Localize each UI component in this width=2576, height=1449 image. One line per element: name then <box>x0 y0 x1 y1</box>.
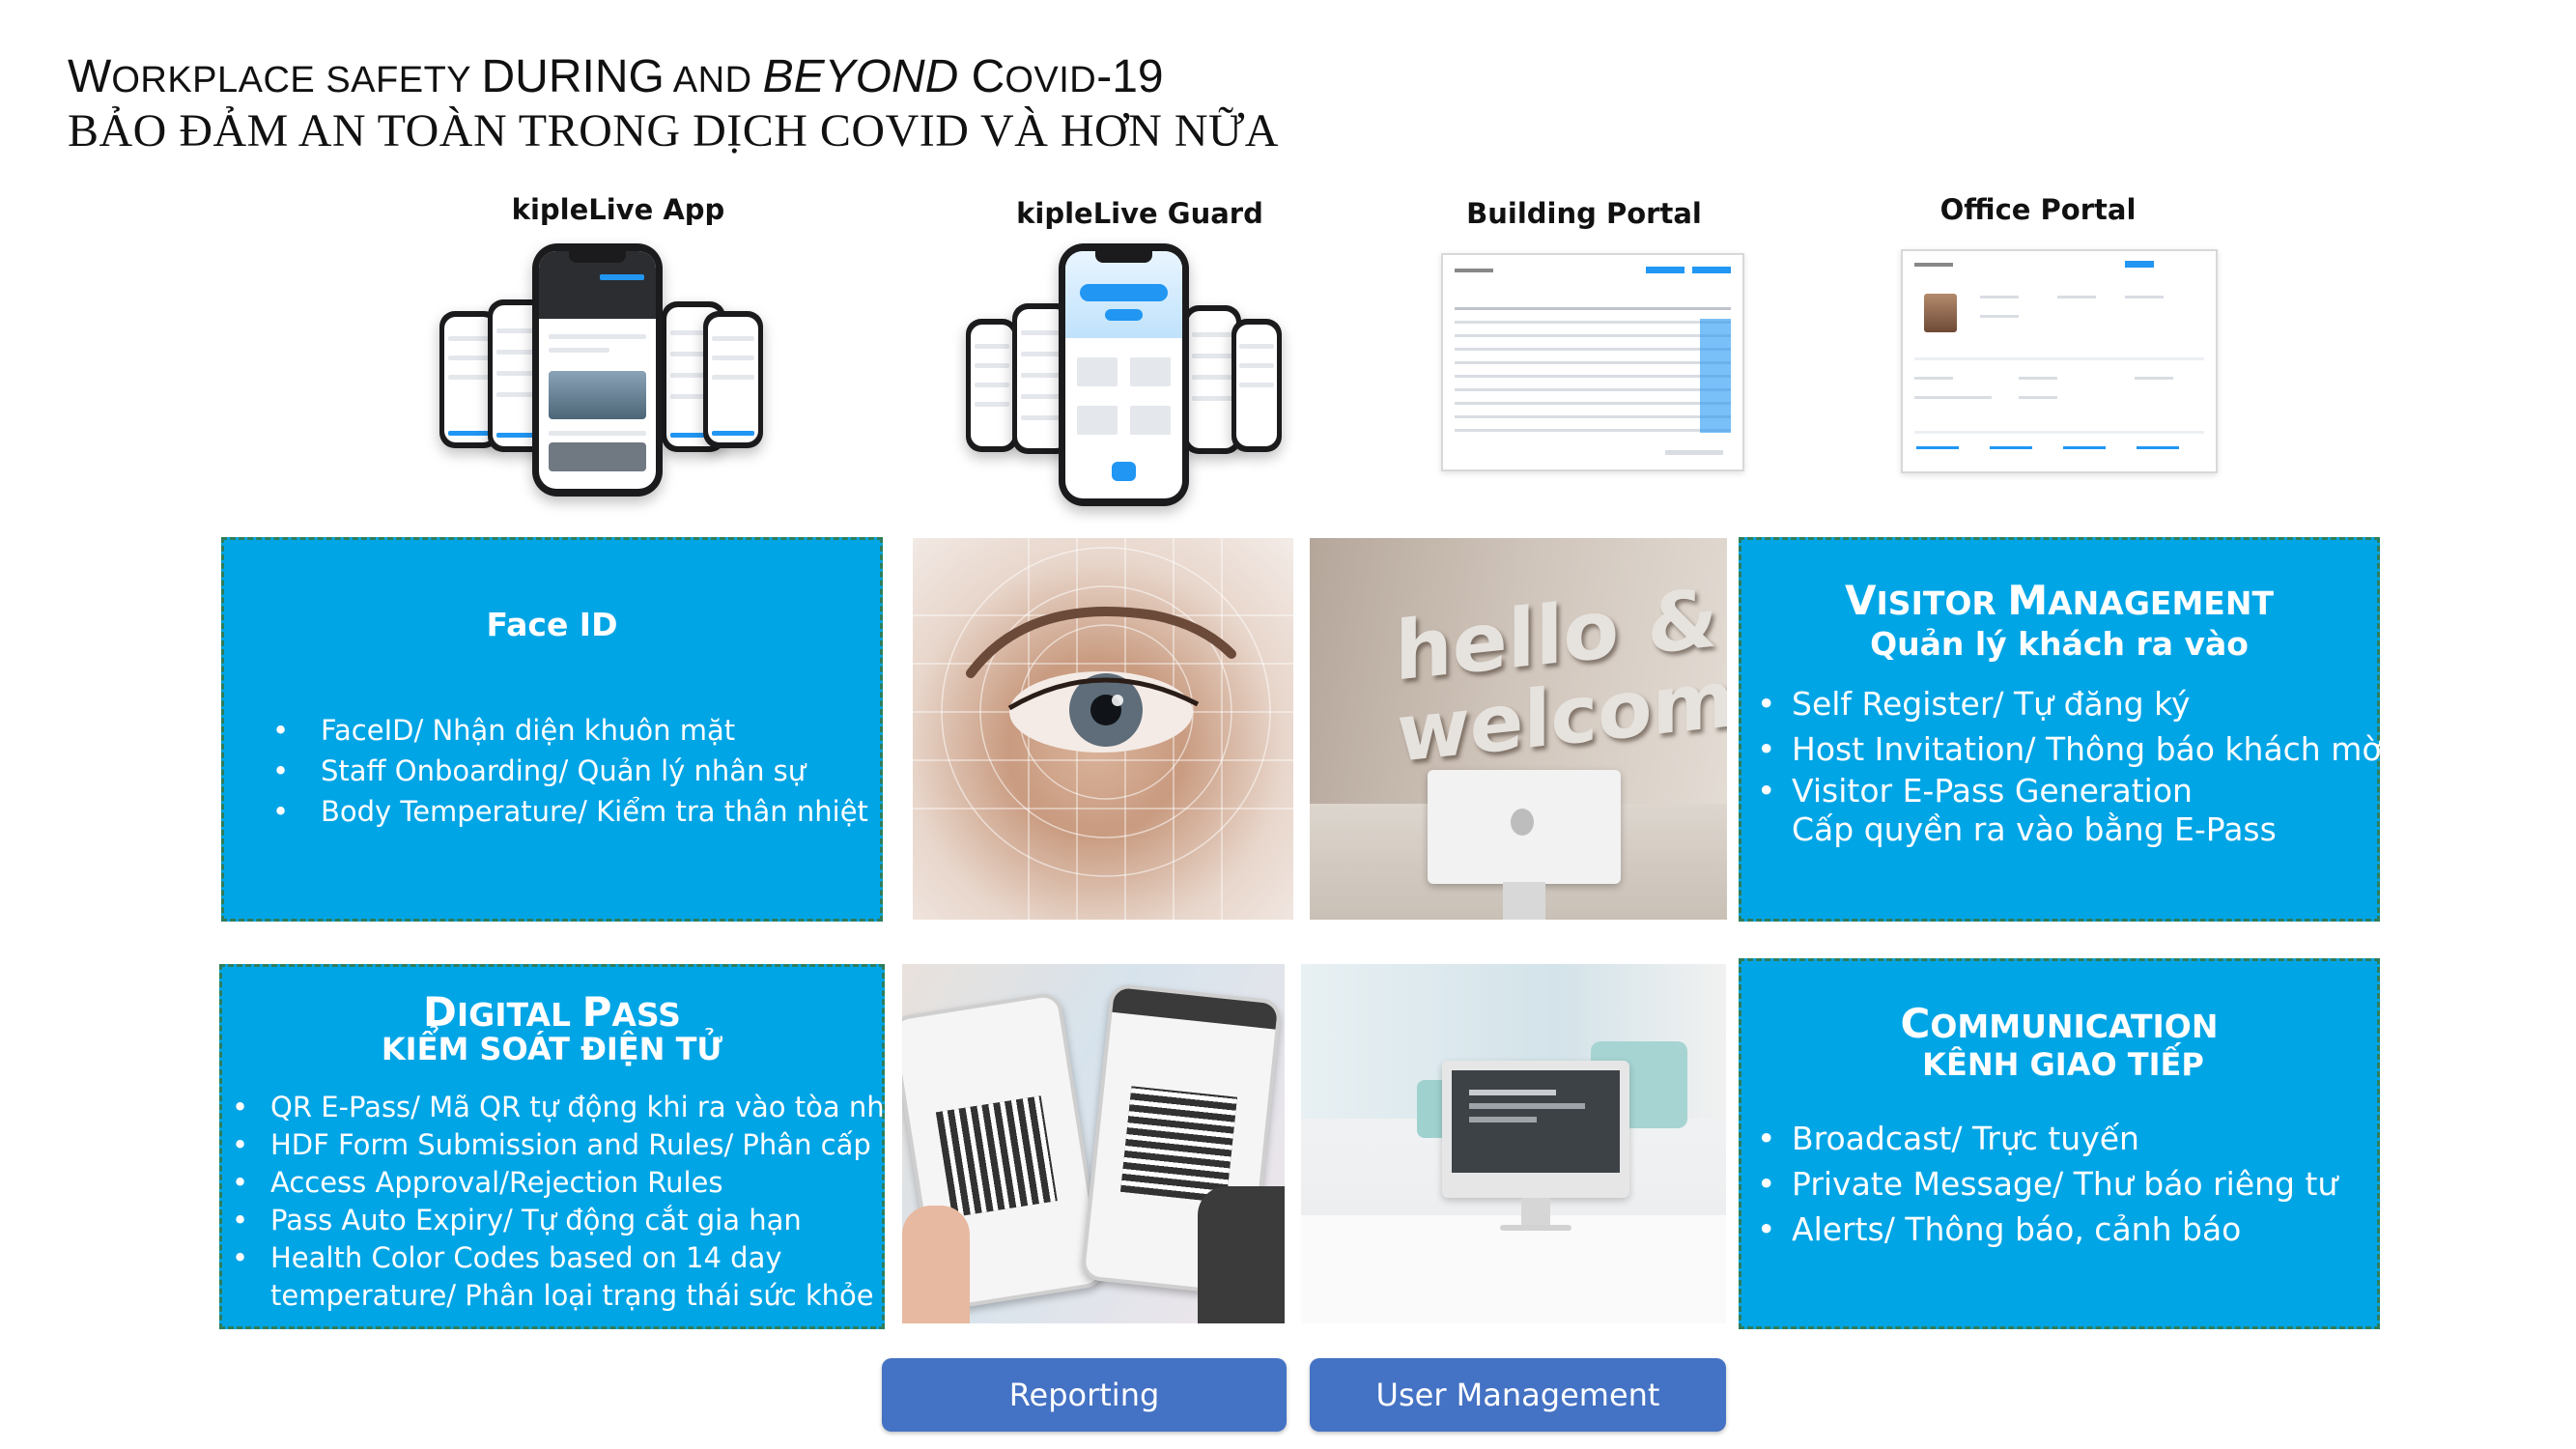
face-scan-photo <box>913 538 1293 920</box>
app-title-building-portal: Building Portal <box>1466 197 1702 230</box>
imac-monitor <box>1442 1061 1629 1198</box>
communication-subheading: KÊNH GIAO TIẾP <box>1922 1046 2204 1083</box>
app-title-kiplelive-guard: kipleLive Guard <box>1016 197 1263 230</box>
communication-card: COMMUNICATION KÊNH GIAO TIẾP •Broadcast/… <box>1739 958 2380 1329</box>
list-item: •Private Message/ Thư báo riêng tư <box>1757 1165 2338 1203</box>
phone-mockup <box>966 319 1018 452</box>
list-item: •Access Approval/Rejection Rules <box>232 1166 723 1199</box>
list-item: •Body Temperature/ Kiểm tra thân nhiệt <box>272 795 868 828</box>
digital-pass-subheading: KIỂM SOÁT ĐIỆN TỬ <box>381 1031 723 1067</box>
digital-pass-card: DIGITAL PASS KIỂM SOÁT ĐIỆN TỬ •QR E-Pas… <box>219 964 901 1329</box>
app-title-office-portal: Office Portal <box>1939 193 2137 226</box>
reception-welcome-photo: hello & welcome. <box>1310 538 1727 920</box>
qr-code-icon <box>935 1095 1058 1218</box>
visitor-management-heading: VISITOR MANAGEMENT <box>1845 577 2274 624</box>
visitor-bullet-list: •Self Register/ Tự đăng ký •Host Invitat… <box>1757 681 2391 849</box>
user-management-button[interactable]: User Management <box>1310 1358 1726 1432</box>
qr-code-icon <box>1120 1086 1237 1204</box>
list-item: •Alerts/ Thông báo, cảnh báo <box>1757 1210 2242 1248</box>
face-id-card: Face ID •FaceID/ Nhận diện khuôn mặt •St… <box>221 537 883 922</box>
list-item: •Host Invitation/ Thông báo khách mời <box>1757 730 2391 768</box>
list-item: •QR E-Pass/ Mã QR tự động khi ra vào tòa… <box>232 1091 902 1123</box>
qr-scan-photo <box>902 964 1285 1323</box>
building-portal-screenshot <box>1441 253 1744 471</box>
apple-logo-icon <box>1511 809 1534 836</box>
list-item: •Self Register/ Tự đăng ký <box>1757 685 2191 723</box>
page-title-vietnamese: BẢO ĐẢM AN TOÀN TRONG DỊCH COVID VÀ HƠN … <box>68 105 1279 156</box>
phone-mockup-main <box>532 243 663 497</box>
phone-mockup-main <box>1059 243 1189 506</box>
imac-monitor <box>1428 770 1621 884</box>
digital-pass-bullet-list: •QR E-Pass/ Mã QR tự động khi ra vào tòa… <box>232 1089 901 1315</box>
visitor-management-subheading: Quản lý khách ra vào <box>1870 625 2249 663</box>
digital-pass-heading: DIGITAL PASS <box>423 988 681 1036</box>
visitor-management-card: VISITOR MANAGEMENT Quản lý khách ra vào … <box>1739 537 2391 922</box>
avatar <box>1924 294 1957 332</box>
page-title-english: WORKPLACE SAFETY DURING AND BEYOND COVID… <box>68 51 1164 102</box>
face-id-heading: Face ID <box>486 606 618 643</box>
list-item: •Staff Onboarding/ Quản lý nhân sự <box>272 754 807 787</box>
communication-bullet-list: •Broadcast/ Trực tuyến •Private Message/… <box>1757 1116 2337 1252</box>
reporting-button[interactable]: Reporting <box>882 1358 1287 1432</box>
list-item: •Pass Auto Expiry/ Tự động cắt gia hạn <box>232 1204 802 1236</box>
communication-heading: COMMUNICATION <box>1900 1000 2219 1047</box>
face-id-bullet-list: •FaceID/ Nhận diện khuôn mặt •Staff Onbo… <box>272 710 868 832</box>
phone-mockup <box>703 311 763 448</box>
list-item: •HDF Form Submission and Rules/ Phân cấp <box>232 1128 871 1161</box>
phone-mockup <box>1231 319 1282 452</box>
list-item: •Broadcast/ Trực tuyến <box>1757 1120 2139 1157</box>
office-workspace-photo <box>1301 964 1726 1323</box>
office-portal-screenshot <box>1901 249 2218 473</box>
list-item: •FaceID/ Nhận diện khuôn mặt <box>272 714 736 747</box>
app-title-kiplelive-app: kipleLive App <box>511 193 725 226</box>
